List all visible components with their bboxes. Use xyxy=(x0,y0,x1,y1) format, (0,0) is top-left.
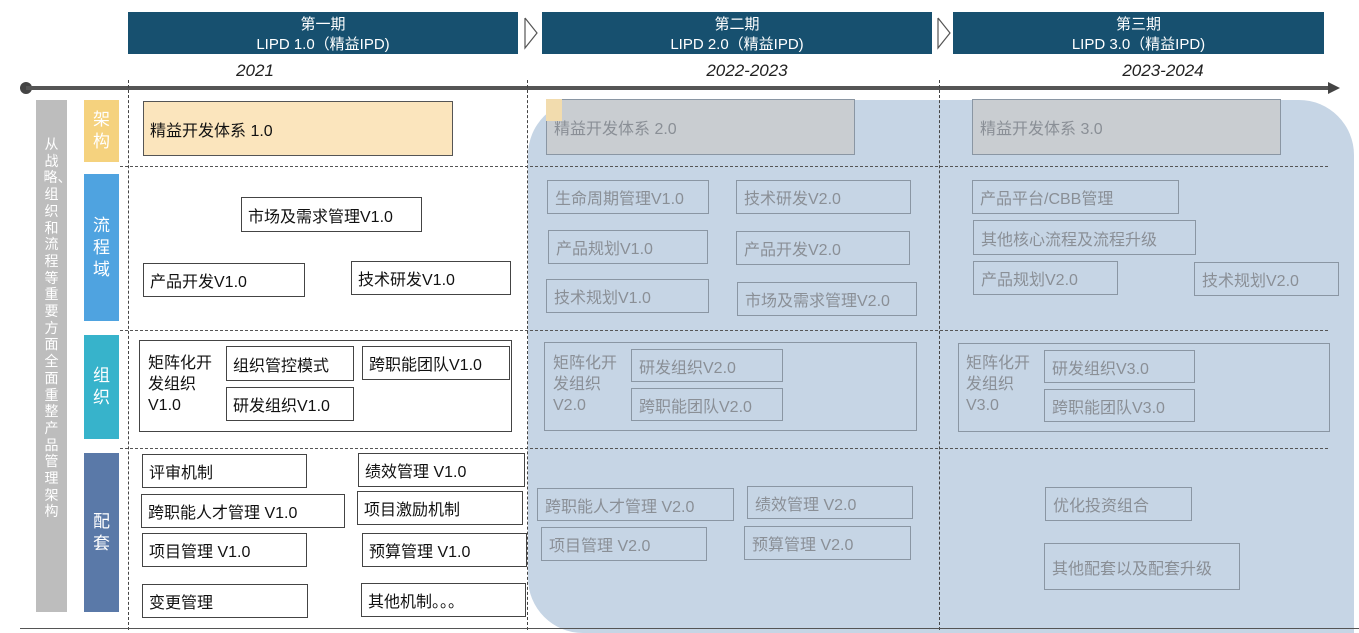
divider-phase1-2 xyxy=(527,80,528,630)
phase1-org-item: 研发组织V1.0 xyxy=(226,387,354,421)
divider-left xyxy=(128,80,129,630)
phase2-arch-box: 精益开发体系 2.0 xyxy=(546,99,855,155)
phase3-arch-box: 精益开发体系 3.0 xyxy=(972,99,1281,155)
phase3-header: 第三期 LIPD 3.0（精益IPD) xyxy=(953,12,1324,54)
row-divider-3 xyxy=(120,448,1328,449)
phase2-arch-accent xyxy=(546,99,562,121)
phase3-process-item: 技术规划V2.0 xyxy=(1194,262,1339,296)
timeline-arrow xyxy=(20,82,1340,94)
phase1-support-item: 其他机制。。。 xyxy=(361,583,526,617)
phase2-support-item: 预算管理 V2.0 xyxy=(744,526,911,560)
divider-phase2-3 xyxy=(939,80,940,630)
phase2-org-item: 研发组织V2.0 xyxy=(631,349,783,382)
phase2-support-item: 绩效管理 V2.0 xyxy=(747,486,913,519)
phase2-org-title: 矩阵化开发组织V2.0 xyxy=(553,355,618,414)
phase2-process-item: 技术规划V1.0 xyxy=(546,279,709,313)
row-divider-2 xyxy=(120,330,1328,331)
phase3-org-item: 研发组织V3.0 xyxy=(1044,350,1195,383)
phase3-org-item: 跨职能团队V3.0 xyxy=(1044,389,1195,422)
phase1-org-item: 组织管控模式 xyxy=(226,346,354,381)
phase1-process-item: 市场及需求管理V1.0 xyxy=(241,197,422,232)
category-process-label: 流程域 xyxy=(93,215,110,279)
phase1-org-title: 矩阵化开发组织V1.0 xyxy=(148,355,213,414)
phase1-support-item: 预算管理 V1.0 xyxy=(362,533,527,567)
phase2-support-item: 跨职能人才管理 V2.0 xyxy=(537,488,734,521)
phase2-support-item: 项目管理 V2.0 xyxy=(541,527,707,561)
phase2-process-item: 生命周期管理V1.0 xyxy=(547,180,709,214)
phase2-name: 第二期 xyxy=(714,16,760,33)
phase3-process-item: 产品平台/CBB管理 xyxy=(972,180,1179,214)
phase1-support-item: 项目激励机制 xyxy=(357,491,523,525)
category-architecture-label: 架构 xyxy=(93,110,110,151)
phase2-org-item: 跨职能团队V2.0 xyxy=(631,388,783,421)
phase1-name: 第一期 xyxy=(300,16,346,33)
chevron-right-icon xyxy=(524,17,538,50)
phase3-sub: LIPD 3.0（精益IPD) xyxy=(1071,36,1206,53)
phase2-process-item: 市场及需求管理V2.0 xyxy=(737,282,917,316)
phase2-org-frame xyxy=(544,342,917,431)
phase1-org-frame xyxy=(139,340,512,432)
category-process: 流程域 xyxy=(84,174,119,321)
phase2-process-item: 产品规划V1.0 xyxy=(548,230,708,264)
phase3-support-item: 优化投资组合 xyxy=(1045,487,1192,521)
phase1-support-item: 跨职能人才管理 V1.0 xyxy=(141,494,345,528)
phase2-process-item: 产品开发V2.0 xyxy=(736,231,910,265)
category-organization: 组织 xyxy=(84,335,119,439)
phase3-support-item: 其他配套以及配套升级 xyxy=(1044,543,1240,590)
phase3-org-title: 矩阵化开发组织V3.0 xyxy=(966,355,1031,414)
phase3-process-item: 其他核心流程及流程升级 xyxy=(973,220,1196,255)
phase2-process-item: 技术研发V2.0 xyxy=(736,180,911,214)
phase1-sub: LIPD 1.0（精益IPD) xyxy=(256,36,390,53)
category-organization-label: 组织 xyxy=(93,366,110,407)
row-divider-1 xyxy=(120,166,1328,167)
phase1-support-item: 评审机制 xyxy=(142,454,307,488)
phase1-support-item: 绩效管理 V1.0 xyxy=(358,453,525,487)
phase3-year: 2023-2024 xyxy=(1122,61,1204,80)
phase2-header: 第二期 LIPD 2.0（精益IPD) xyxy=(542,12,932,54)
phase1-process-item: 技术研发V1.0 xyxy=(351,261,511,295)
phase1-header: 第一期 LIPD 1.0（精益IPD) xyxy=(128,12,518,54)
category-support-label: 配套 xyxy=(93,511,110,553)
phase2-3-overlay xyxy=(528,100,1354,633)
phase1-year: 2021 xyxy=(236,61,274,80)
phase1-support-item: 变更管理 xyxy=(142,584,308,618)
phase1-support-item: 项目管理 V1.0 xyxy=(142,533,307,567)
phase3-org-frame xyxy=(958,343,1330,432)
category-support: 配套 xyxy=(84,453,119,612)
phase2-sub: LIPD 2.0（精益IPD) xyxy=(670,36,804,53)
side-label: 从战略、组织和流程等重要方面全面重整产品管理架构 xyxy=(43,136,72,520)
chevron-right-icon xyxy=(937,17,951,50)
phase1-process-item: 产品开发V1.0 xyxy=(143,263,305,297)
phase1-arch-box: 精益开发体系 1.0 xyxy=(143,101,453,156)
phase3-process-item: 产品规划V2.0 xyxy=(973,261,1118,295)
phase3-name: 第三期 xyxy=(1115,16,1161,33)
side-label-bar: 从战略、组织和流程等重要方面全面重整产品管理架构 xyxy=(36,100,72,612)
phase1-org-item: 跨职能团队V1.0 xyxy=(362,346,510,380)
phase2-year: 2022-2023 xyxy=(706,61,788,80)
bottom-line xyxy=(20,628,1359,629)
category-architecture: 架构 xyxy=(84,100,119,162)
